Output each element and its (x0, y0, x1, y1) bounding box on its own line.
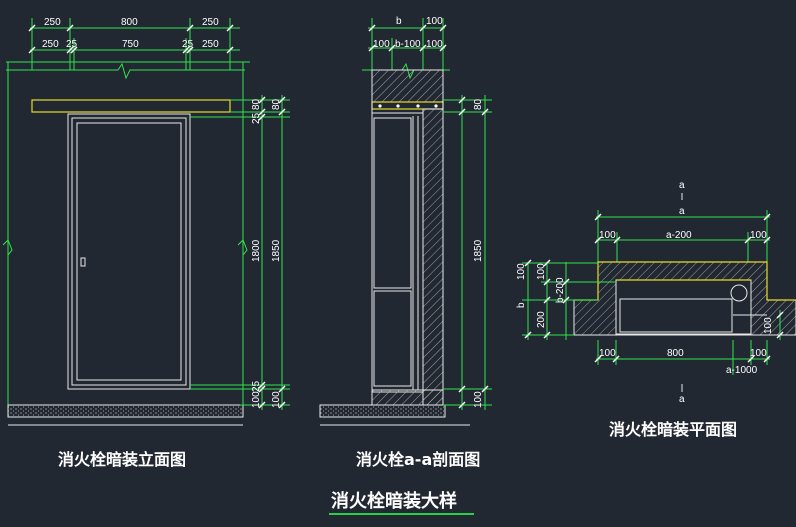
plan-dim-left-200: 200 (536, 311, 547, 328)
sec-dim-row2-1: 100 (373, 39, 390, 50)
elevation-right-dimensions: 80 25 1800 1850 25 100 100 80 (190, 95, 290, 410)
sec-dim-row2-2: b-100 (395, 39, 421, 50)
elev-dim-top-2: 800 (121, 17, 138, 28)
plan-dim-row2-1: 100 (599, 230, 616, 241)
plan-dim-right-100: 100 (763, 317, 774, 334)
plan-dim-top-a: a (679, 206, 685, 217)
plan-title: 消火栓暗装平面图 (609, 420, 737, 439)
plan-section-mark-top: a (679, 180, 685, 191)
sec-dim-right-1850: 1850 (473, 239, 484, 262)
elev-dim-row2-3: 750 (122, 39, 139, 50)
elev-dim-right-80b: 80 (271, 98, 282, 110)
plan-dim-row2-3: 100 (750, 230, 767, 241)
sec-dim-right-100: 100 (473, 391, 484, 408)
sec-dim-top-100: 100 (426, 16, 443, 27)
section-lintel (371, 101, 444, 110)
section-view: b 100 100 b-100 100 (319, 16, 492, 469)
section-right-dimensions: 80 1850 100 (443, 95, 492, 410)
section-top-dimensions: b 100 100 b-100 100 (368, 16, 447, 70)
elevation-wall-outline (2, 61, 250, 405)
section-floor-left (319, 404, 446, 418)
elevation-floor (7, 404, 244, 418)
elev-dim-right-25a: 25 (251, 112, 262, 124)
elevation-title: 消火栓暗装立面图 (58, 450, 186, 469)
cabinet-handle-icon (80, 257, 86, 267)
plan-dim-bottom-1: 100 (599, 348, 616, 359)
plan-dim-left-100b: 100 (536, 263, 547, 280)
elev-dim-row2-5: 250 (202, 39, 219, 50)
section-lintel-hatch (371, 69, 444, 103)
elevation-top-dimensions: 250 800 250 250 25 750 25 250 (28, 17, 240, 70)
plan-dim-left-b200: b-200 (555, 277, 566, 303)
section-back-wall (422, 108, 444, 406)
plan-dim-bottom-2: 800 (667, 348, 684, 359)
plan-left-dimensions: 100 100 b-200 b 200 (516, 259, 616, 340)
elev-dim-row2-4: 25 (182, 39, 194, 50)
sec-dim-top-b: b (396, 16, 402, 27)
plan-cabinet-niche (615, 279, 752, 335)
elev-dim-right-80: 80 (251, 98, 262, 110)
elev-dim-row2-2: 25 (66, 39, 78, 50)
sec-dim-row2-3: 100 (426, 39, 443, 50)
plan-dim-bottom-extra: a-1000 (726, 365, 758, 376)
plan-dim-row2-2: a-200 (666, 230, 692, 241)
plan-bottom-dimensions: 100 800 100 a-1000 (594, 340, 771, 376)
plan-dim-bottom-3: 100 (750, 348, 767, 359)
sec-dim-right-80: 80 (473, 98, 484, 110)
plan-view: a a 100 a-200 100 (516, 180, 796, 439)
plan-hose-reel-icon (730, 284, 748, 302)
plan-section-mark-bottom: a (679, 394, 685, 405)
elev-dim-right-1850: 1850 (271, 239, 282, 262)
elevation-lintel (31, 99, 231, 113)
elevation-cabinet (67, 113, 191, 390)
plan-top-dimensions: a 100 a-200 100 (594, 206, 771, 262)
elev-dim-right-100b: 100 (271, 391, 282, 408)
elev-dim-top-3: 250 (202, 17, 219, 28)
section-cabinet (371, 112, 424, 393)
plan-dim-left-b: b (516, 302, 527, 308)
elev-dim-right-1800: 1800 (251, 239, 262, 262)
elev-dim-right-100a: 100 (251, 391, 262, 408)
plan-dim-left-100a: 100 (516, 263, 527, 280)
elevation-view: 250 800 250 250 25 750 25 250 (2, 17, 290, 469)
elev-dim-row2-1: 250 (42, 39, 59, 50)
elev-dim-top-1: 250 (44, 17, 61, 28)
section-base (371, 389, 444, 406)
elev-dim-right-25b: 25 (251, 380, 262, 392)
plan-cabinet (619, 298, 733, 333)
section-title: 消火栓a-a剖面图 (356, 450, 480, 469)
main-title: 消火栓暗装大样 (331, 490, 457, 512)
